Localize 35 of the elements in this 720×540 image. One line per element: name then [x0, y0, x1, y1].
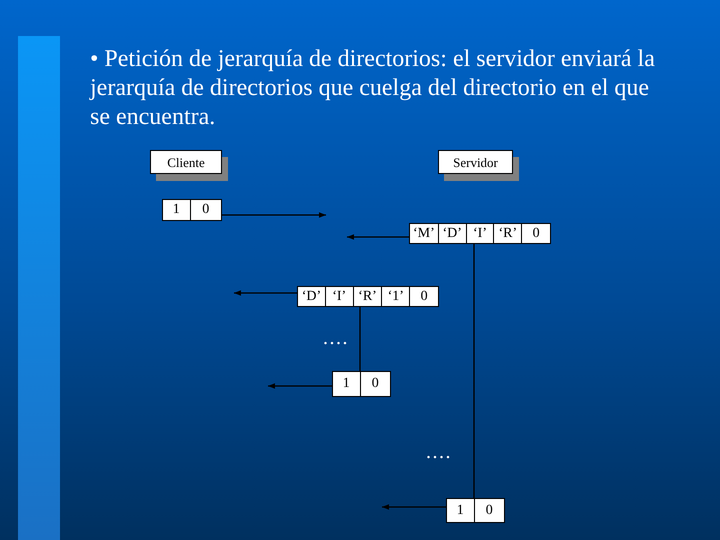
message-box	[332, 371, 391, 397]
message-field: ‘M’	[410, 224, 438, 243]
message-field: ‘I’	[324, 287, 353, 306]
message-field: ‘D’	[298, 287, 325, 306]
message-field: ‘R’	[352, 287, 382, 306]
message-field: 0	[521, 224, 550, 243]
message-field: ‘D’	[438, 224, 466, 243]
message-field: ‘R’	[493, 224, 522, 243]
arrow	[222, 212, 326, 218]
bullet-text: • Petición de jerarquía de directorios: el servidor enviará la jerarquía de directorios que cuelga del directorio en el que se encuentra.	[90, 45, 656, 132]
message-field: ‘I’	[466, 224, 494, 243]
ellipsis-text: ....	[426, 442, 452, 462]
participant-name: Servidor	[453, 154, 498, 170]
message-box	[297, 286, 439, 307]
message-field: 0	[190, 200, 221, 220]
participant-box	[150, 150, 228, 181]
arrow	[234, 290, 297, 296]
connector-line	[473, 244, 475, 498]
message-box	[446, 498, 505, 523]
message-field: 1	[163, 200, 190, 220]
message-box	[162, 199, 222, 221]
message-field: 1	[447, 499, 474, 522]
ellipsis-text: ....	[323, 328, 349, 348]
message-field: 1	[333, 372, 360, 396]
message-field: ‘1’	[381, 287, 410, 306]
arrow	[382, 504, 446, 510]
message-field: 0	[360, 372, 390, 396]
arrow	[268, 383, 332, 389]
participant-box	[438, 150, 519, 181]
arrow	[347, 234, 409, 240]
participant-name: Cliente	[167, 154, 205, 170]
message-field: 0	[409, 287, 438, 306]
message-box	[409, 223, 551, 244]
connector-line	[359, 307, 361, 371]
message-field: 0	[474, 499, 504, 522]
